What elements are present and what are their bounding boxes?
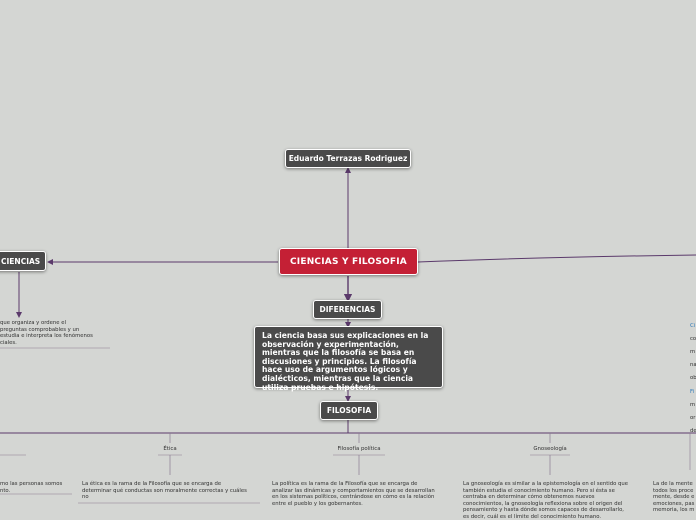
branch-filosofia-politica-label[interactable]: Filosofía política xyxy=(337,446,381,452)
diferencias-description: La ciencia basa sus explicaciones en la … xyxy=(262,331,429,392)
ciencias-node[interactable]: CIENCIAS xyxy=(0,251,46,271)
branch-gnoseologia-label[interactable]: Gnoseología xyxy=(533,446,567,452)
ciencias-description: que organiza y ordene el preguntas compr… xyxy=(0,320,93,346)
author-label: Eduardo Terrazas Rodriguez xyxy=(288,154,408,163)
diferencias-node[interactable]: DIFERENCIAS xyxy=(313,300,382,319)
branch-4-description: La de la mente todos los proce mente, de… xyxy=(653,481,695,514)
diferencias-label: DIFERENCIAS xyxy=(319,305,376,314)
filosofia-label: FILOSOFIA xyxy=(326,406,372,415)
branch-0-description: mo las personas somos nto. xyxy=(0,481,63,494)
branch-filosofia-politica-description: La política es la rama de la Filosofía q… xyxy=(272,481,435,507)
filosofia-node[interactable]: FILOSOFIA xyxy=(320,401,378,420)
author-node[interactable]: Eduardo Terrazas Rodriguez xyxy=(285,149,411,168)
branch-etica-label[interactable]: Ética xyxy=(163,446,177,452)
diferencias-description-box[interactable]: La ciencia basa sus explicaciones en la … xyxy=(254,326,443,391)
ciencias-label: CIENCIAS xyxy=(1,256,41,266)
central-topic-label: CIENCIAS Y FILOSOFIA xyxy=(290,256,407,267)
central-topic-node[interactable]: CIENCIAS Y FILOSOFIA xyxy=(279,248,418,275)
link-central-right xyxy=(417,254,696,263)
branch-etica-description: La ética es la rama de la Filosofía que … xyxy=(82,481,247,501)
right-fragment-text: Ci co m na ob Fi m or de xyxy=(690,322,696,435)
branch-gnoseologia-description: La gnoseología es similar a la epistemol… xyxy=(463,481,629,520)
